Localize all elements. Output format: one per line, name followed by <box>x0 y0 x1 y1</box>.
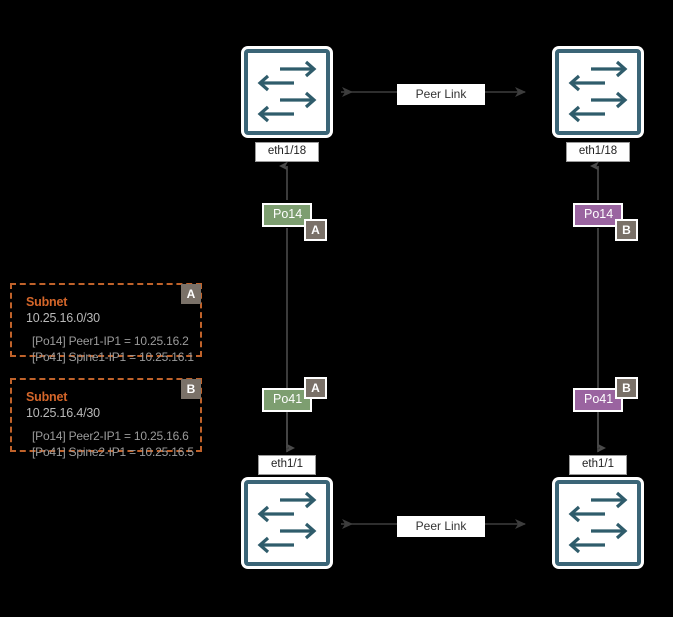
switch-arrows-icon <box>568 60 628 123</box>
subnet-a-cidr: 10.25.16.0/30 <box>26 311 100 325</box>
subnet-a-zone-badge: A <box>181 284 201 304</box>
subnet-a-rows: [Po14] Peer1-IP1 = 10.25.16.2 [Po41] Spi… <box>32 333 194 365</box>
subnet-a-row-po41: [Po41] Spine1-IP1 = 10.25.16.1 <box>32 350 194 364</box>
po-chip-top-left[interactable]: Po14 <box>262 203 312 227</box>
switch-arrows-icon <box>257 491 317 554</box>
switch-arrows-icon <box>257 60 317 123</box>
po-badge-bottom-left: A <box>304 377 327 399</box>
switch-bottom-left[interactable] <box>244 480 330 566</box>
switch-top-left[interactable] <box>244 49 330 135</box>
po-chip-bottom-right[interactable]: Po41 <box>573 388 623 412</box>
peer-link-label-bottom: Peer Link <box>397 516 485 537</box>
port-label-top-right: eth1/18 <box>566 142 630 162</box>
subnet-a-row-po14: [Po14] Peer1-IP1 = 10.25.16.2 <box>32 334 189 348</box>
subnet-b-rows: [Po14] Peer2-IP1 = 10.25.16.6 [Po41] Spi… <box>32 428 194 460</box>
subnet-b-zone-badge: B <box>181 379 201 399</box>
po-chip-top-right[interactable]: Po14 <box>573 203 623 227</box>
port-label-bottom-right: eth1/1 <box>569 455 627 475</box>
switch-top-right[interactable] <box>555 49 641 135</box>
subnet-b-cidr: 10.25.16.4/30 <box>26 406 100 420</box>
subnet-panel-a: Subnet 10.25.16.0/30 [Po14] Peer1-IP1 = … <box>10 283 202 364</box>
subnet-a-title: Subnet <box>26 295 68 309</box>
po-chip-bottom-left[interactable]: Po41 <box>262 388 312 412</box>
subnet-panel-b: Subnet 10.25.16.4/30 [Po14] Peer2-IP1 = … <box>10 378 202 459</box>
peer-link-label-top: Peer Link <box>397 84 485 105</box>
po-badge-top-right: B <box>615 219 638 241</box>
port-label-bottom-left: eth1/1 <box>258 455 316 475</box>
subnet-b-row-po14: [Po14] Peer2-IP1 = 10.25.16.6 <box>32 429 189 443</box>
switch-arrows-icon <box>568 491 628 554</box>
port-label-top-left: eth1/18 <box>255 142 319 162</box>
subnet-b-row-po41: [Po41] Spine2-IP1 = 10.25.16.5 <box>32 445 194 459</box>
subnet-b-title: Subnet <box>26 390 68 404</box>
po-badge-top-left: A <box>304 219 327 241</box>
switch-bottom-right[interactable] <box>555 480 641 566</box>
po-badge-bottom-right: B <box>615 377 638 399</box>
